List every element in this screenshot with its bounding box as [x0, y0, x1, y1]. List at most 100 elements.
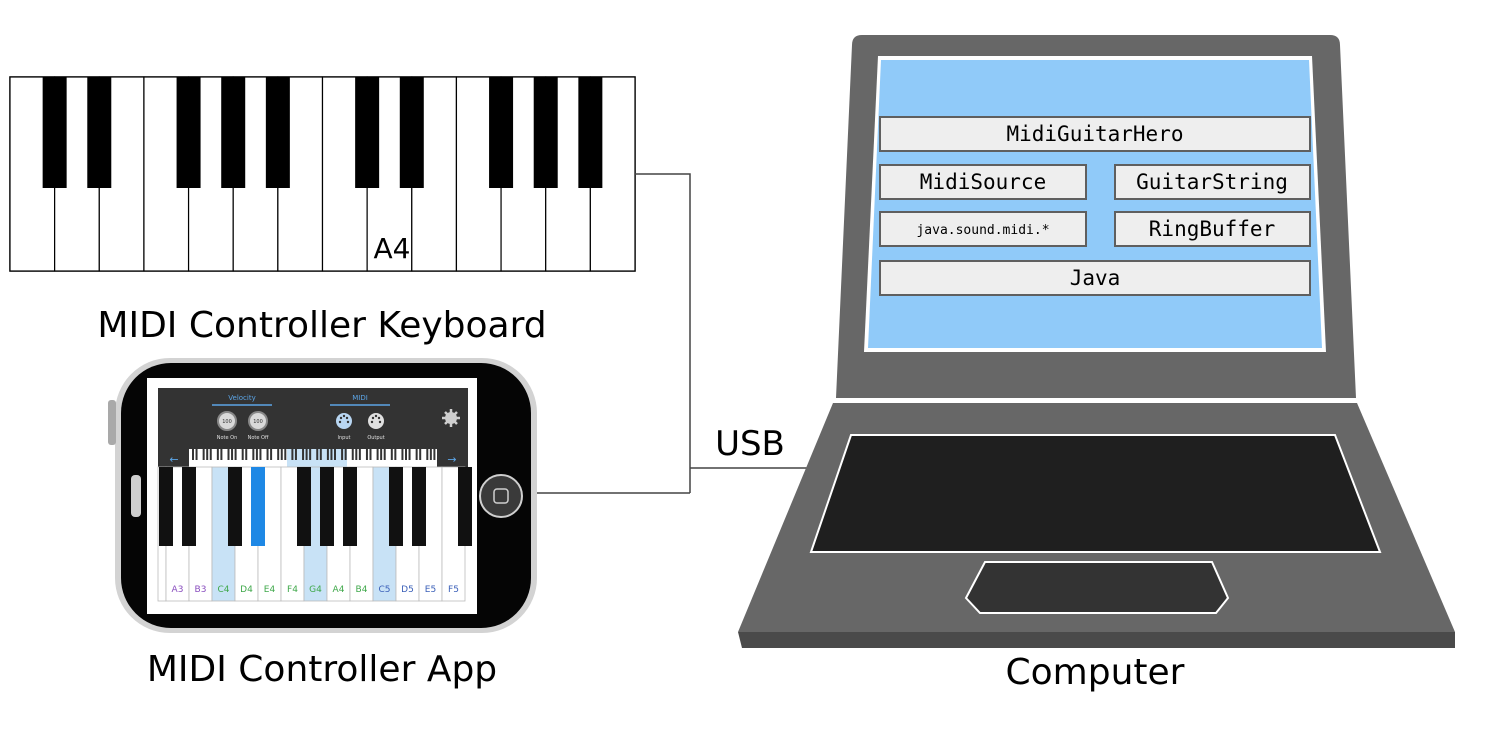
- java-sound-midi-box: [879, 211, 1087, 247]
- mini-keyboard-black-key: [401, 449, 404, 460]
- mini-keyboard-black-key: [206, 449, 209, 460]
- app-note-label: B4: [356, 585, 368, 595]
- mini-keyboard-black-key: [419, 449, 422, 460]
- mini-keyboard-black-key: [270, 449, 273, 460]
- midi-output-icon[interactable]: [368, 413, 384, 429]
- keyboard-black-key: [87, 77, 112, 188]
- guitarstring-label: GuitarString: [1136, 170, 1288, 194]
- keyboard-black-key: [265, 77, 290, 188]
- mini-keyboard-black-key: [334, 449, 336, 460]
- phone: Velocity MIDI 100 100 Note On Note Off I…: [108, 358, 537, 633]
- app-black-key[interactable]: [458, 467, 472, 546]
- computer-caption: Computer: [1006, 652, 1185, 693]
- keyboard-black-key: [42, 77, 67, 188]
- mini-keyboard-black-key: [376, 449, 379, 460]
- mini-keyboard-black-key: [309, 449, 312, 460]
- app-black-key[interactable]: [343, 467, 357, 546]
- midi-input-icon[interactable]: [336, 413, 352, 429]
- app-black-key[interactable]: [389, 467, 403, 546]
- mini-keyboard-black-key: [241, 449, 244, 460]
- mini-keyboard-black-key: [255, 449, 258, 460]
- velocity-off-knob-icon[interactable]: [248, 411, 268, 431]
- guitarstring-box: [1114, 164, 1311, 200]
- keyboard-black-keys: [42, 77, 603, 188]
- keyboard-black-key: [176, 77, 201, 188]
- keyboard-black-key: [221, 77, 246, 188]
- app-black-key[interactable]: [159, 467, 173, 546]
- mini-keyboard-black-key: [216, 449, 219, 460]
- mini-keyboard-black-key: [433, 449, 436, 460]
- software-stack: MidiGuitarHero MidiSource GuitarString j…: [879, 116, 1311, 296]
- java-box: [879, 260, 1311, 296]
- app-caption: MIDI Controller App: [147, 649, 497, 690]
- app-black-key[interactable]: [412, 467, 426, 546]
- java-label: Java: [1070, 266, 1121, 290]
- keyboard-black-key: [399, 77, 424, 188]
- mini-keyboard-black-key: [302, 449, 305, 460]
- phone-speaker: [131, 475, 141, 517]
- app-note-label: D5: [401, 585, 414, 595]
- mini-keyboard-black-key: [305, 449, 308, 460]
- mini-keyboard-black-key: [415, 449, 418, 460]
- app-note-label: C5: [378, 585, 390, 595]
- mini-keyboard-black-key: [351, 449, 354, 460]
- app-black-key[interactable]: [182, 467, 196, 546]
- scroll-right-icon[interactable]: →: [447, 453, 456, 466]
- mini-keyboard-black-key: [426, 449, 429, 460]
- midi-keyboard: A4: [9, 76, 636, 272]
- app-black-key[interactable]: [297, 467, 311, 546]
- app-black-keys: [159, 467, 472, 546]
- a4-key-label: A4: [374, 232, 411, 265]
- home-button-icon[interactable]: [479, 474, 523, 518]
- mini-keyboard-black-key: [280, 449, 283, 460]
- mini-keyboard-black-key: [202, 449, 205, 460]
- app-note-label: G4: [309, 585, 322, 595]
- ringbuffer-label: RingBuffer: [1149, 217, 1275, 241]
- java-sound-midi-label: java.sound.midi.*: [916, 223, 1049, 238]
- app-note-label: C4: [217, 585, 229, 595]
- mini-keyboard-black-key: [252, 449, 255, 460]
- gear-icon[interactable]: [442, 409, 460, 427]
- app-note-label: A3: [172, 585, 184, 595]
- mini-keyboard-black-key: [209, 449, 212, 460]
- phone-side-button: [108, 400, 116, 445]
- velocity-on-value: 100: [222, 419, 232, 425]
- input-label: Input: [338, 435, 351, 441]
- mini-keyboard-black-key: [394, 449, 397, 460]
- app-black-key[interactable]: [228, 467, 242, 546]
- mini-keyboard-black-key: [234, 449, 237, 460]
- mini-keyboard-black-key: [344, 449, 347, 460]
- mini-keyboard-black-key: [245, 449, 248, 460]
- mini-keyboard-black-key: [341, 449, 344, 460]
- mini-keyboard-black-key: [220, 449, 223, 460]
- midi-label: MIDI: [352, 394, 368, 402]
- app-black-key[interactable]: [251, 467, 265, 546]
- app-note-label: F4: [287, 585, 298, 595]
- app-note-label: D4: [240, 585, 253, 595]
- app-note-label: E5: [425, 585, 436, 595]
- mini-keyboard-black-key: [291, 449, 294, 460]
- velocity-on-knob-icon[interactable]: [217, 411, 237, 431]
- note-off-label: Note Off: [248, 435, 269, 441]
- keyboard-cable: [635, 173, 691, 493]
- midiguitarhero-label: MidiGuitarHero: [1006, 122, 1183, 146]
- output-label: Output: [367, 435, 384, 441]
- keyboard-black-key: [533, 77, 558, 188]
- mini-keyboard-black-key: [365, 449, 368, 460]
- laptop-trackpad[interactable]: [964, 561, 1230, 614]
- mini-keyboard-black-key: [380, 449, 383, 460]
- laptop-base-edge: [738, 632, 1455, 648]
- ringbuffer-box: [1114, 211, 1311, 247]
- mini-keyboard-black-key: [390, 449, 393, 460]
- mini-keyboard-black-key: [259, 449, 262, 460]
- laptop: MidiGuitarHero MidiSource GuitarString j…: [738, 35, 1455, 648]
- app-black-key[interactable]: [320, 467, 334, 546]
- mini-keyboard-black-key: [266, 449, 269, 460]
- mini-keyboard-black-key: [231, 449, 234, 460]
- mini-keyboard-black-key: [227, 449, 230, 460]
- mini-keyboard-black-key: [192, 449, 194, 460]
- scroll-left-icon[interactable]: ←: [169, 453, 178, 466]
- midiguitarhero-box: [879, 116, 1311, 152]
